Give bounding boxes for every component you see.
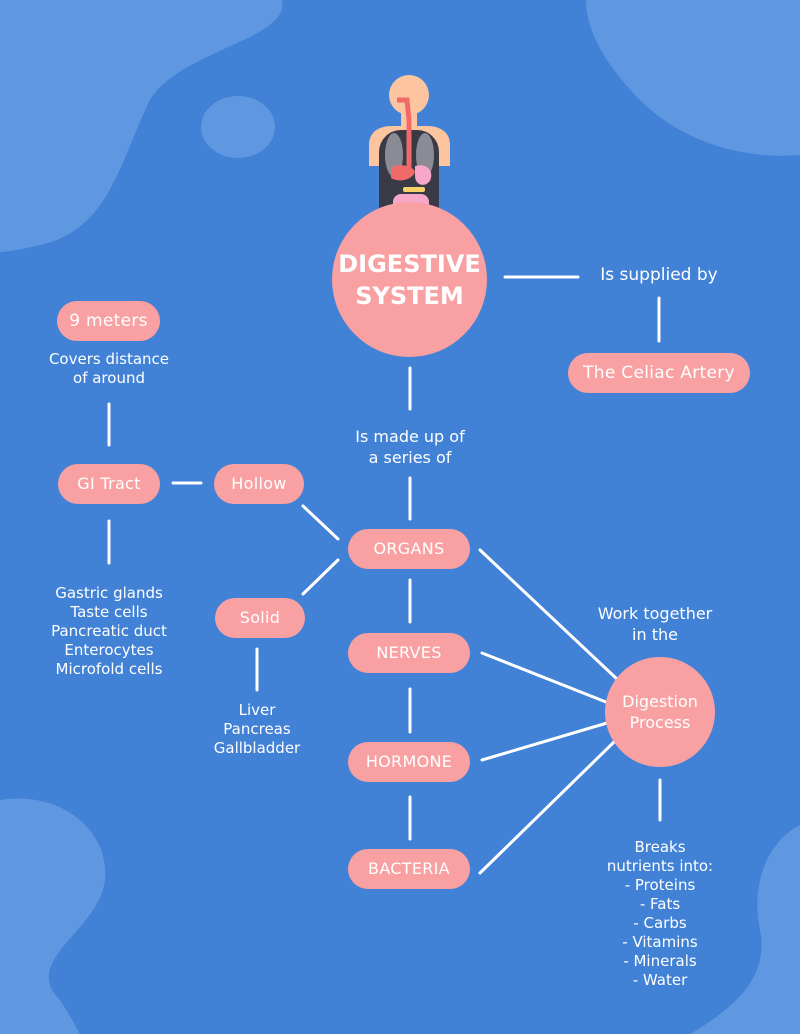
supplied-by-label: Is supplied by bbox=[585, 266, 733, 285]
hormone-node: HORMONE bbox=[348, 742, 470, 782]
solid-node: Solid bbox=[215, 598, 305, 638]
bacteria-node: BACTERIA bbox=[348, 849, 470, 889]
gi-tract-cells-list: Gastric glands Taste cells Pancreatic du… bbox=[29, 584, 189, 679]
main-title-line2: SYSTEM bbox=[338, 280, 481, 312]
covers-distance-label: Covers distance of around bbox=[34, 350, 184, 388]
digestion-process-label: Digestion Process bbox=[622, 691, 698, 733]
digestive-system-node: DIGESTIVE SYSTEM bbox=[332, 202, 487, 357]
main-title-line1: DIGESTIVE bbox=[338, 248, 481, 280]
solid-organs-list: Liver Pancreas Gallbladder bbox=[192, 701, 322, 758]
digestion-process-node: Digestion Process bbox=[605, 657, 715, 767]
organs-node: ORGANS bbox=[348, 529, 470, 569]
nine-meters-node: 9 meters bbox=[57, 301, 160, 341]
nerves-node: NERVES bbox=[348, 633, 470, 673]
line-hollow-to-organs bbox=[303, 506, 338, 539]
line-nerves-to-process bbox=[482, 653, 606, 702]
line-solid-to-organs bbox=[303, 560, 338, 594]
line-hormone-to-process bbox=[482, 723, 607, 760]
made-up-of-label: Is made up of a series of bbox=[330, 426, 490, 468]
celiac-artery-node: The Celiac Artery bbox=[568, 353, 750, 393]
hollow-node: Hollow bbox=[214, 464, 304, 504]
gi-tract-node: GI Tract bbox=[58, 464, 160, 504]
pancreas-shape bbox=[403, 187, 425, 192]
nutrients-list: Breaks nutrients into: - Proteins - Fats… bbox=[585, 838, 735, 990]
work-together-label: Work together in the bbox=[575, 603, 735, 645]
